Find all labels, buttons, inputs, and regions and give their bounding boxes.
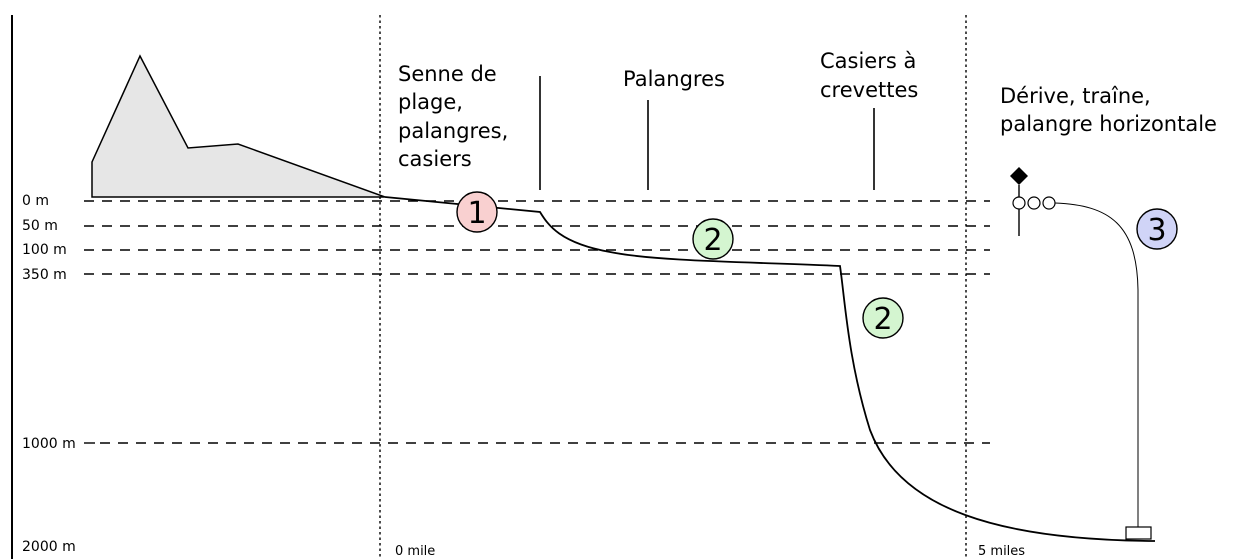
zone-marker-1-number: 1 <box>467 196 486 231</box>
zone-marker-2a-number: 2 <box>703 223 722 258</box>
zone-label-longlines-line1: Palangres <box>623 67 725 91</box>
drift-line <box>1054 202 1139 527</box>
zone-label-drift-line1: Dérive, traîne, <box>1000 84 1151 108</box>
depth-label-2000m: 2000 m <box>22 539 76 555</box>
float-icon-1 <box>1012 196 1026 210</box>
land-shape <box>91 54 386 198</box>
distance-label-5: 5 miles <box>978 544 1025 559</box>
float-icon-2 <box>1027 196 1041 210</box>
depth-label-1000m: 1000 m <box>22 436 76 452</box>
anchor-weight-icon <box>1125 526 1152 540</box>
distance-label-0: 0 mile <box>395 544 435 559</box>
zone-label-beach-line1: Senne de <box>398 62 497 86</box>
drift-gear-icon <box>1010 167 1152 540</box>
zone-label-traps-line1: Casiers à <box>820 49 916 73</box>
zone-marker-2a: 2 <box>692 218 734 260</box>
depth-label-0m: 0 m <box>22 193 49 209</box>
depth-label-50m: 50 m <box>22 218 58 234</box>
zone-marker-3: 3 <box>1136 208 1178 250</box>
zone-label-traps: Casiers à crevettes <box>820 49 923 102</box>
zone-marker-2b: 2 <box>862 297 904 339</box>
zone-label-drift-line2: palangre horizontale <box>1000 112 1217 136</box>
flag-diamond-icon <box>1010 167 1028 185</box>
zone-marker-3-number: 3 <box>1147 213 1166 248</box>
zone-marker-2b-number: 2 <box>873 302 892 337</box>
zone-label-beach: Senne de plage, palangres, casiers <box>398 62 515 171</box>
depth-label-350m: 350 m <box>22 267 67 283</box>
zone-marker-2a-circle <box>692 218 734 260</box>
zone-label-beach-line3: palangres, <box>398 119 508 143</box>
zone-label-traps-line2: crevettes <box>820 78 918 102</box>
zone-marker-2b-circle <box>862 297 904 339</box>
zone-marker-1-circle <box>456 191 498 233</box>
zone-label-longlines: Palangres <box>623 67 725 91</box>
float-icon-3 <box>1042 196 1056 210</box>
zone-label-beach-line4: casiers <box>398 147 472 171</box>
zone-label-drift: Dérive, traîne, palangre horizontale <box>1000 84 1217 136</box>
zone-marker-3-circle <box>1136 208 1178 250</box>
zone-label-beach-line2: plage, <box>398 90 463 114</box>
depth-label-100m: 100 m <box>22 242 67 258</box>
zone-marker-1: 1 <box>456 191 498 233</box>
seabed-profile <box>384 196 1156 542</box>
